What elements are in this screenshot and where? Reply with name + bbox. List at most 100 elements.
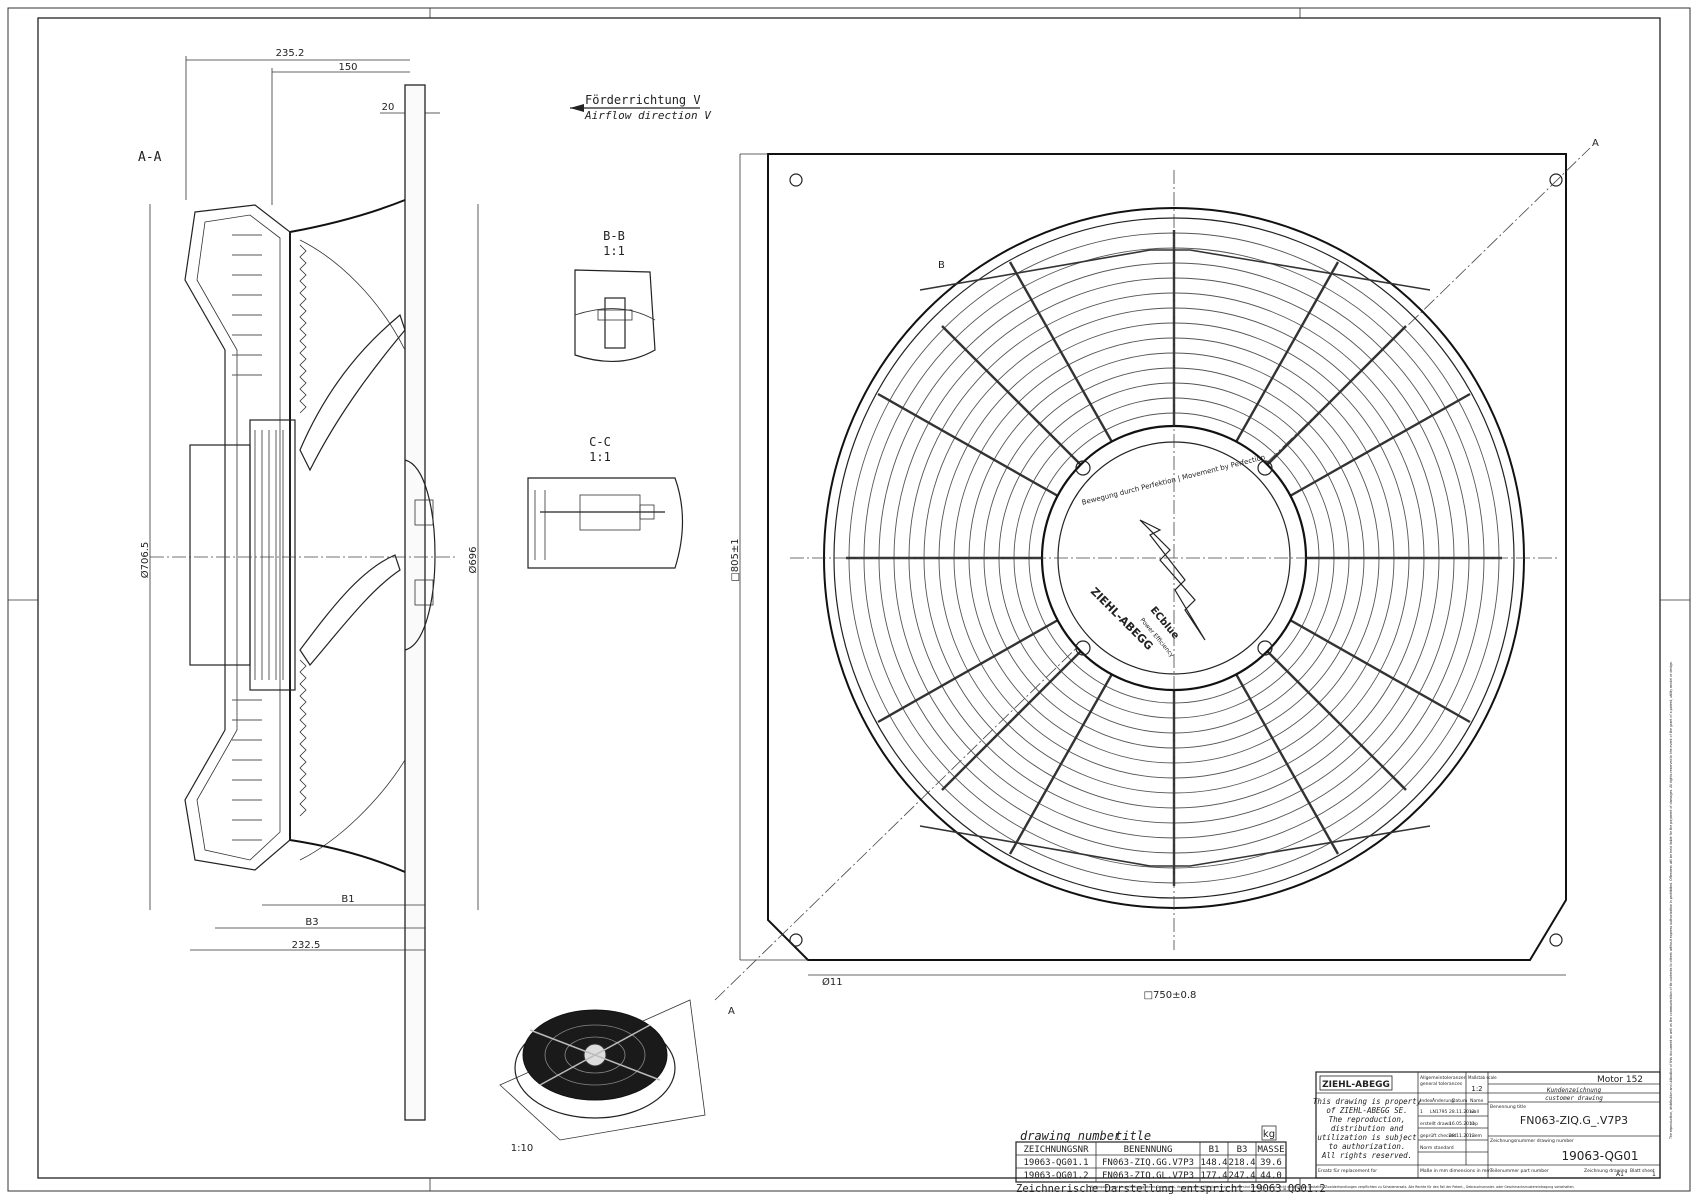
tb-motor: Motor 152 (1597, 1075, 1643, 1085)
td-r2-title: FN063-ZIQ.GL.V7P3 (1102, 1171, 1194, 1181)
section-label: A-A (138, 150, 162, 165)
tb-rev-index: 1 (1420, 1109, 1423, 1115)
detail-cc-name: C-C (589, 435, 611, 449)
dim-diameter-706-5: Ø706.5 (139, 542, 151, 579)
inner-border (37, 17, 1661, 1179)
tb-size-label: Zeichnung drawing (1584, 1168, 1628, 1174)
tb-rev-h4: Name (1470, 1098, 1484, 1104)
tb-drawing-label: Zeichnungsnummer drawing number (1490, 1138, 1574, 1144)
th-b3: B3 (1237, 1145, 1248, 1155)
mounting-holes (789, 173, 1563, 947)
th-mass: MASSE (1257, 1145, 1284, 1155)
detail-bb-name: B-B (603, 229, 625, 243)
footer-copyright: Weitergabe sowie Vervielfältigung dieses… (1090, 1185, 1575, 1189)
blade-lower (299, 554, 401, 666)
tb-replaces: Ersatz für replacement for (1318, 1168, 1377, 1174)
section-b-label: B (938, 260, 945, 271)
dim-150: 150 (338, 62, 357, 73)
title-block: ZIEHL-ABEGG This drawing is property of … (1313, 1071, 1661, 1179)
tb-drawing-value: 19063-QG01 (1562, 1149, 1639, 1163)
side-dimensions: 235.2 150 20 Ø706.5 Ø696 B1 B3 232.5 (139, 48, 479, 951)
tb-part-label: Teilenummer part number (1489, 1168, 1549, 1174)
guard-profile (184, 204, 291, 871)
dim-diameter-696: Ø696 (467, 547, 479, 574)
iso-scale: 1:10 (511, 1143, 533, 1154)
tb-doc-en: customer drawing (1545, 1095, 1603, 1102)
table-unit: kg (1263, 1129, 1275, 1140)
blade-trailing-edge (299, 244, 307, 414)
td-r1-b1: 148.4 (1200, 1158, 1227, 1168)
tb-scale-value: 1:2 (1471, 1085, 1482, 1093)
tb-checked-date: 28.11.2013 (1449, 1133, 1475, 1139)
tb-company: ZIEHL-ABEGG (1322, 1080, 1390, 1090)
th-title: BENENNUNG (1124, 1145, 1173, 1155)
section-a-bottom: A (728, 1006, 735, 1017)
motor-housing (189, 444, 251, 666)
table-caption-de: drawing number (1020, 1129, 1122, 1143)
airflow-label-de: Förderrichtung V (585, 93, 701, 107)
tb-property-4: distribution and (1331, 1124, 1404, 1133)
td-r2-no: 19063-QG01.2 (1023, 1171, 1088, 1181)
dim-plate-width: □750±0.8 (1144, 990, 1197, 1001)
tb-drawn-date: 16.05.2011 (1449, 1121, 1475, 1127)
tb-size-value: A1 (1616, 1171, 1624, 1178)
td-r1-b3: 218.4 (1228, 1158, 1255, 1168)
blade-upper (299, 313, 406, 472)
dim-hole-diameter: Ø11 (822, 976, 843, 988)
td-r2-b1: 177.4 (1200, 1171, 1227, 1181)
airflow-direction-note: Förderrichtung V Airflow direction V (570, 93, 712, 122)
dim-plate-height: □805±1 (730, 538, 741, 581)
tb-rev-date: 28.11.2013 (1449, 1109, 1475, 1115)
dim-b1: B1 (341, 894, 354, 905)
td-r1-mass: 39.6 (1260, 1158, 1282, 1168)
tb-rev-name: wall (1470, 1109, 1479, 1115)
detail-b-b: B-B 1:1 (574, 229, 656, 362)
tb-drawn-name: zep (1470, 1122, 1478, 1127)
tb-rev-h1: Index (1420, 1098, 1433, 1104)
hub-cone (404, 459, 436, 651)
tb-scale-label: Maßstab scale (1468, 1075, 1497, 1080)
tb-checked-label: geprüft checked (1420, 1133, 1457, 1139)
tb-drawn-label: erstellt drawn (1420, 1121, 1451, 1127)
tb-tol-de: Allgemeintoleranzen (1420, 1075, 1467, 1081)
th-drawing-no: ZEICHNUNGSNR (1023, 1145, 1089, 1155)
tb-property-3: The reproduction, (1329, 1115, 1406, 1124)
section-line-a (714, 147, 1591, 1001)
parts-table: drawing number title kg ZEICHNUNGSNR BEN… (1015, 1125, 1287, 1183)
td-r2-b3: 247.4 (1228, 1171, 1255, 1181)
side-copyright-note: The reproduction, distribution and utili… (1669, 661, 1673, 1140)
tb-rev-h3: Datum (1452, 1098, 1467, 1104)
detail-cc-scale: 1:1 (589, 450, 611, 464)
tb-units-note: Maße in mm dimensions in mm (1420, 1168, 1491, 1174)
td-r1-title: FN063-ZIQ.GG.V7P3 (1102, 1158, 1194, 1168)
dim-20: 20 (382, 102, 395, 113)
ziehl-abegg-logo-mark (1139, 519, 1206, 641)
tb-sheet-label: Blatt sheet (1630, 1168, 1655, 1174)
tb-property-5: utilization is subject (1317, 1133, 1417, 1142)
dim-b3: B3 (305, 917, 318, 928)
front-view: □805±1 □750±0.8 Ø11 A A B C (714, 138, 1599, 1017)
tb-property-1: This drawing is property (1313, 1097, 1422, 1106)
tb-doc-de: Kundenzeichnung (1546, 1087, 1602, 1094)
td-r2-mass: 44.0 (1260, 1171, 1282, 1181)
section-view-a-a: A-A (138, 48, 479, 1121)
th-b1: B1 (1209, 1145, 1220, 1155)
table-caption-en: title (1115, 1129, 1151, 1143)
tb-rev-h2: Änderung (1432, 1097, 1454, 1104)
detail-c-c: C-C 1:1 (527, 435, 684, 569)
isometric-view: 1:10 (499, 999, 706, 1154)
tb-sheet-value: 1 (1652, 1171, 1656, 1178)
tb-rev-change: LN1795 (1430, 1109, 1447, 1115)
grille-wires (232, 234, 262, 841)
tb-title-label: Benennung title (1490, 1104, 1526, 1110)
dim-232-5: 232.5 (292, 940, 321, 951)
tb-property-7: All rights reserved. (1321, 1151, 1412, 1160)
td-r1-no: 19063-QG01.1 (1023, 1158, 1088, 1168)
tb-standard: Norm standard (1420, 1145, 1454, 1151)
front-mounting-plate (767, 153, 1567, 961)
inlet-ring (289, 199, 406, 873)
airflow-label-en: Airflow direction V (584, 109, 712, 122)
tb-checked-name: ruem (1470, 1133, 1482, 1139)
tb-property-2: of ZIEHL-ABEGG SE. (1326, 1106, 1407, 1115)
